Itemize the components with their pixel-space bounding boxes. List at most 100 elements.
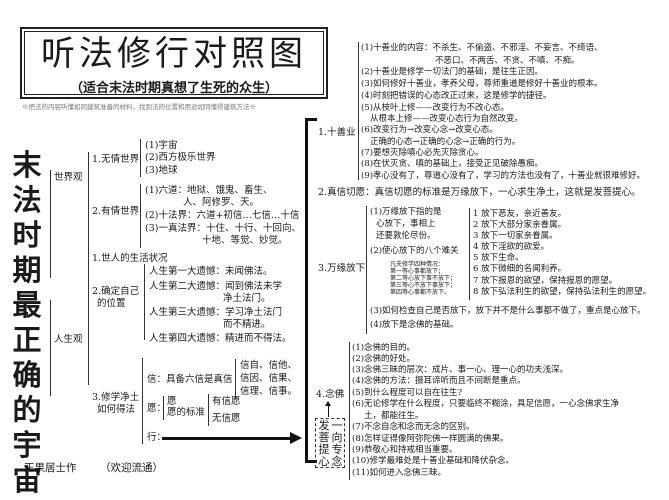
ten-good-item: 从根本上修——改变心态行为自然改变。: [370, 114, 524, 124]
regret-item: 人生第三大遗憾：学习净土法门: [149, 307, 283, 318]
title-box-inner-border: [24, 31, 324, 95]
single-minded-text: 一 向 专 念: [331, 420, 343, 468]
inanimate-item: (3)地球: [145, 165, 178, 176]
inanimate-item: (1)宇宙: [145, 140, 178, 151]
world-view-label: 世界观: [54, 172, 83, 183]
regret-item: 人生第四大遗憾：精进而不得法。: [149, 333, 292, 344]
vertical-char: 菩: [318, 431, 330, 444]
ten-good-item: (5)从枝叶上修——改变行为不改心态。: [361, 103, 510, 113]
faith-item: 信理、信事。: [240, 386, 298, 397]
title-note: ※把法的内容听懂如同建筑准备的材料，找到法的位置和用途如同懂得建筑方法※: [22, 103, 256, 111]
faith-vow-label: 2.真信切愿：真信切愿的标准是万缘放下，一心求生净土，这就是发菩提心。: [318, 187, 641, 198]
vertical-char: 末: [12, 148, 42, 182]
page-title: 听法修行对照图: [41, 34, 307, 74]
let-go-item: (2)使心放下的八个难关: [370, 246, 459, 256]
nianfo-item: (5)到什么程度可以自在往生?: [352, 388, 463, 398]
vertical-char: 发: [318, 419, 330, 432]
position-label: 2.确定自己: [92, 286, 140, 297]
vow-kind: 无信愿: [212, 413, 241, 424]
nianfo-item: (9)恭敬心和持戒相当重要。: [352, 445, 458, 455]
let-go-note: 第二等心放下事不放下；: [390, 275, 457, 282]
action-label: 行：: [147, 432, 167, 443]
inanimate-world-label: 1.无情世界: [92, 154, 140, 165]
bracket-vow-kinds: [208, 394, 209, 426]
bracket-world-view: [50, 170, 51, 278]
vertical-char: 最: [12, 288, 42, 322]
vertical-char: 心: [318, 455, 330, 468]
bracket-nianfo: [349, 342, 350, 480]
dashed-box: [315, 418, 345, 468]
vow-item: 愿的标准: [167, 407, 206, 418]
let-go-item: 还要敦伦尽份。: [376, 231, 436, 241]
faith-item: 信自、信他、: [240, 360, 298, 371]
let-go-note: 第三等心不放下事放下；: [390, 282, 457, 289]
vertical-char: 宇: [12, 428, 42, 462]
nianfo-item: (8)怎样证得像阿弥陀佛一样圆满的佛果。: [352, 434, 509, 444]
life-view-label: 人生观: [54, 334, 83, 345]
regret-item: 人生第二大遗憾：闻到佛法未学: [149, 281, 283, 292]
arrow-line: [162, 437, 292, 440]
regret-item: 人生第一大遗憾：未闻佛法。: [149, 266, 273, 277]
bracket-world-types: [88, 152, 89, 288]
bracket-regrets: [144, 264, 145, 340]
sentient-item: 十地、等觉、妙觉。: [202, 235, 288, 246]
vertical-char: 正: [12, 323, 42, 357]
arrow-right-icon: [290, 432, 302, 444]
barrier-item: 3 放下一切家亲眷属。: [473, 231, 558, 241]
regret-item: 净土法门。: [223, 293, 271, 304]
vow-kind: 有信愿: [212, 396, 241, 407]
bracket-inanimate: [140, 139, 141, 177]
vow-label: 愿：: [147, 403, 167, 414]
bracket-life-view: [50, 300, 51, 396]
bracket-sentient: [140, 184, 141, 248]
ten-good-item: (6)改变行为→改变心念→改变心态。: [361, 125, 498, 135]
let-go-note: 凡夫修学四种情况：: [390, 261, 445, 268]
nianfo-item: (4)念佛的方法：摄耳谛听而且不间断是重点。: [352, 376, 526, 386]
author-credit: 正果居士作: [24, 462, 77, 474]
barrier-item: 1 放下恶友，亲近善友。: [473, 209, 567, 219]
ten-good-item: 不恶口、不两舌、不贪、不嗔、不痴。: [435, 56, 580, 66]
nianfo-item: (6)无论修学在什么程度，只要临终不糊涂，具足信愿，一心念佛求生净: [352, 399, 620, 409]
sentient-world-label: 2.有情世界: [92, 206, 140, 217]
ten-good-item: (7)要想灭除嗔心必先灭除贪心。: [361, 148, 484, 158]
let-go-item: 心放下，事相上: [376, 219, 436, 229]
inanimate-item: (2)西方极乐世界: [145, 152, 216, 163]
barrier-item: 7 放下报恩的欲望，保持报恩的愿望。: [473, 276, 618, 286]
bracket-life-items: [88, 253, 89, 385]
nianfo-item: (3)念佛三昧的层次：成片、事一心、理一心的功夫浅深。: [352, 365, 569, 375]
ten-good-item: (9)孝心没有了，尊道心没有了，学习的方法也没有了，十善业就很难修好。: [361, 171, 646, 181]
vertical-char: 专: [331, 443, 343, 456]
right-main-bracket: [305, 118, 317, 463]
life-status-label: 1.世人的生活状况: [92, 253, 168, 264]
bracket-barriers: [469, 208, 470, 300]
bodhi-mind-text: 发 菩 提 心: [318, 420, 330, 468]
vertical-char: 人: [10, 498, 44, 500]
vertical-char: 念: [331, 455, 343, 468]
bracket-faith: [235, 359, 236, 399]
barrier-item: 5 放下生命。: [473, 253, 524, 263]
nianfo-label: 4.念佛: [316, 389, 345, 400]
bracket-let-go: [366, 206, 367, 334]
let-go-note: 第四等心事都不放下。: [390, 289, 451, 296]
vertical-char: 的: [12, 393, 42, 427]
position-label: 的位置: [97, 298, 126, 309]
barrier-item: 2 放下大部分家亲眷属。: [473, 220, 567, 230]
arrow-up-icon: [325, 401, 331, 406]
bracket-ten-good: [358, 42, 359, 180]
vertical-char: 向: [331, 431, 343, 444]
barrier-item: 8 放下弘法利生的欲望，保持弘法利生的愿望。: [473, 287, 652, 297]
let-go-item: (4)放下是念佛的基础。: [370, 320, 459, 330]
ten-good-item: 正确的心态→正确的心念→正确的行为。: [370, 137, 521, 147]
vertical-char: 宙: [12, 463, 42, 497]
ten-good-item: (1)十善业的内容：不杀生、不偷盗、不邪淫、不妄言、不绮语、: [361, 43, 603, 53]
nianfo-item: (10)修学最难处是十善业基础和降伏杂念。: [352, 456, 514, 466]
vertical-char: 确: [12, 358, 42, 392]
nianfo-item: (2)念佛的好处。: [352, 354, 416, 364]
circulate-note: （欢迎流通）: [100, 462, 163, 474]
sentient-item: 人、阿修罗、天。: [183, 197, 260, 208]
ten-good-label: 1.十善业: [318, 127, 356, 138]
sentient-item: (3)一真法界：十住、十行、十回向、: [145, 223, 301, 234]
ten-good-item: (3)如何修好十善业，孝养父母，尊师重道是修好十善业的根本。: [361, 79, 603, 89]
ten-good-item: (2)十善业是修学一切法门的基础，是往生正因。: [361, 67, 544, 77]
practice-label: 如何得法: [97, 404, 136, 415]
